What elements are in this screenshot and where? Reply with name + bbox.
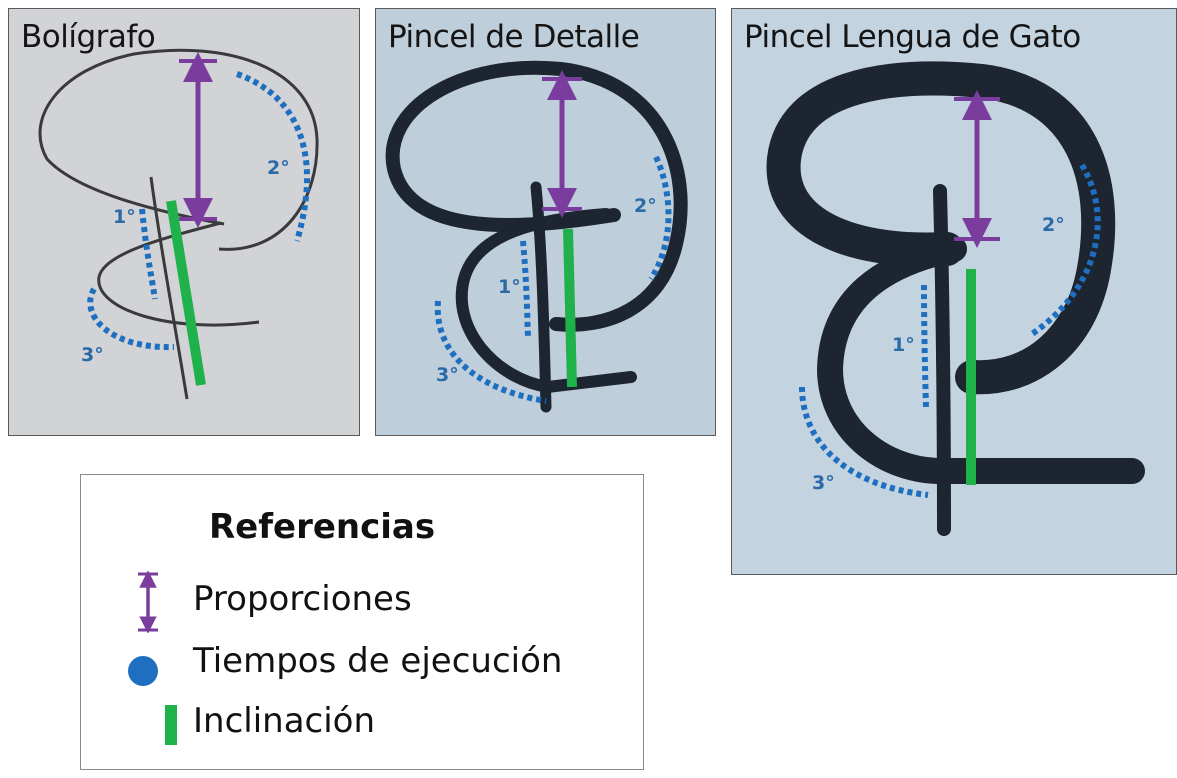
pincel-lengua-gato-drawing: 1° 2° 3° bbox=[766, 61, 1145, 536]
ink-stroke-cross bbox=[455, 208, 637, 394]
ink-stroke-stem bbox=[530, 181, 552, 413]
time-label-1: 1° bbox=[113, 206, 136, 228]
dotted-line-3 bbox=[799, 386, 929, 498]
legend-title: Referencias bbox=[209, 507, 436, 547]
panel-boligrafo: 1° 2° 3° Bolígrafo bbox=[8, 8, 360, 436]
dotted-line-2 bbox=[648, 155, 672, 281]
panel-pincel-lengua-gato: 1° 2° 3° Pincel Lengua de Gato bbox=[731, 8, 1177, 575]
legend-label-inclinacion: Inclinación bbox=[193, 701, 376, 741]
panel-title: Pincel Lengua de Gato bbox=[744, 19, 1081, 55]
dot-icon bbox=[128, 656, 158, 686]
dotted-line-1 bbox=[520, 240, 531, 340]
dotted-line-3 bbox=[434, 300, 547, 404]
ink-stroke-loop bbox=[385, 60, 688, 332]
time-label-2: 2° bbox=[634, 195, 657, 217]
panel-title: Bolígrafo bbox=[21, 19, 156, 55]
ink-stroke-loop bbox=[38, 48, 319, 251]
time-label-3: 3° bbox=[812, 472, 835, 494]
ink-stroke-stem bbox=[149, 176, 189, 400]
double-arrow-icon bbox=[138, 571, 158, 633]
dotted-line-1 bbox=[921, 284, 929, 410]
time-label-2: 2° bbox=[1042, 214, 1065, 236]
legend-box: Referencias Proporciones Tiempos de ejec… bbox=[80, 474, 644, 770]
legend-label-proporciones: Proporciones bbox=[193, 579, 412, 619]
panel-title: Pincel de Detalle bbox=[388, 19, 640, 55]
panel-pincel-detalle: 1° 2° 3° Pincel de Detalle bbox=[375, 8, 716, 436]
dotted-line-3 bbox=[87, 287, 175, 351]
time-label-1: 1° bbox=[498, 276, 521, 298]
dotted-line-2 bbox=[1030, 163, 1101, 337]
time-label-3: 3° bbox=[436, 364, 459, 386]
dotted-line-2 bbox=[236, 71, 311, 242]
bar-icon bbox=[165, 705, 177, 745]
time-label-2: 2° bbox=[267, 157, 290, 179]
legend-label-tiempos: Tiempos de ejecución bbox=[193, 641, 563, 681]
boligrafo-drawing: 1° 2° 3° bbox=[38, 48, 319, 400]
pincel-detalle-drawing: 1° 2° 3° bbox=[385, 60, 688, 413]
dotted-line-1 bbox=[139, 208, 158, 300]
time-label-3: 3° bbox=[81, 344, 104, 366]
slant-bar bbox=[166, 200, 206, 386]
ink-stroke-cross bbox=[816, 236, 1145, 484]
slant-bar bbox=[563, 228, 577, 388]
ink-stroke-loop bbox=[766, 61, 1116, 395]
time-label-1: 1° bbox=[892, 334, 915, 356]
